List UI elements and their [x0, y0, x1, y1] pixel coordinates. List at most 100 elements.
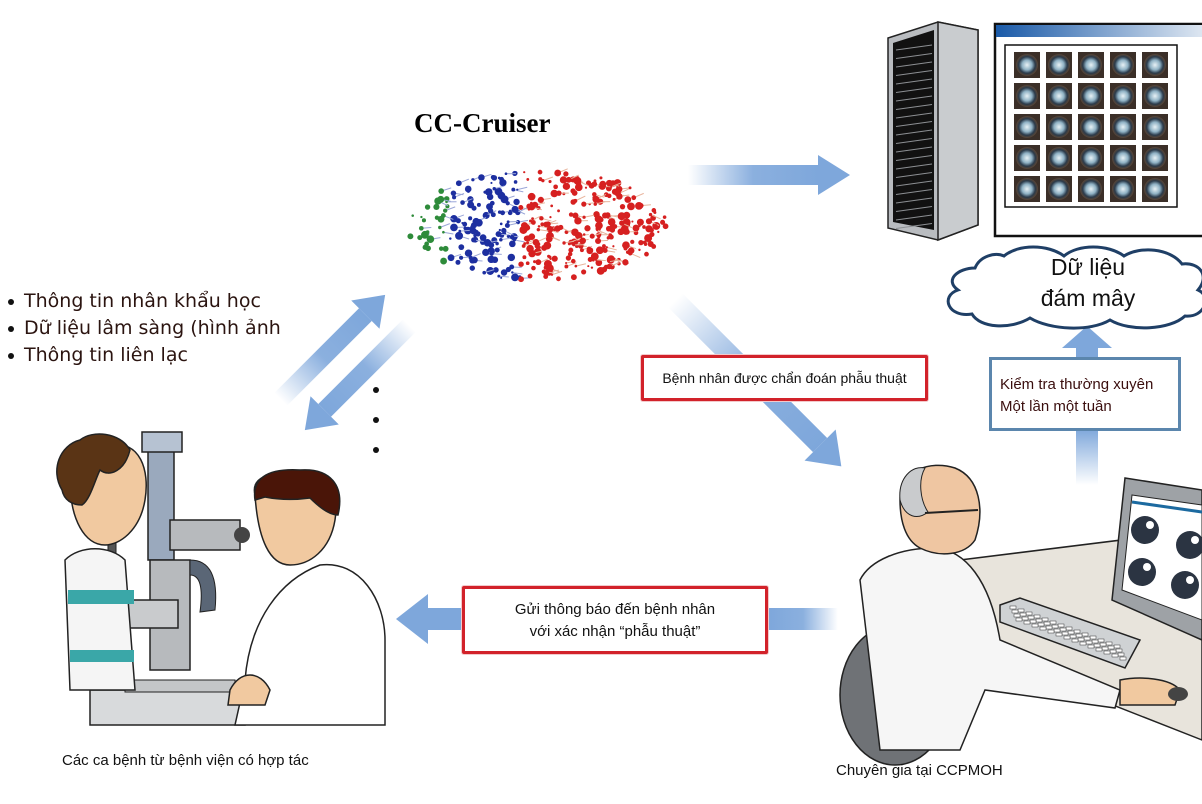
brain-node: [482, 248, 490, 257]
brain-node: [506, 220, 510, 224]
brain-node: [638, 239, 644, 246]
brain-node: [590, 266, 594, 269]
brain-node: [458, 244, 465, 251]
brain-node: [595, 259, 603, 267]
brain-node: [551, 255, 558, 262]
brain-node: [554, 169, 562, 177]
expert-at-computer-illustration: [839, 464, 1202, 766]
server-rack-icon: [887, 21, 979, 242]
brain-node: [526, 203, 533, 210]
brain-node: [644, 251, 649, 257]
brain-node: [511, 273, 519, 282]
brain-node: [438, 188, 445, 194]
brain-node: [497, 176, 501, 180]
brain-node: [562, 241, 566, 245]
brain-node: [455, 180, 462, 187]
brain-node: [460, 200, 465, 205]
brain-node: [632, 224, 640, 232]
brain-node: [504, 172, 508, 176]
brain-node: [635, 201, 643, 210]
brain-node: [543, 260, 552, 268]
brain-node: [545, 221, 551, 227]
brain-node: [532, 238, 540, 246]
brain-node: [602, 244, 606, 249]
brain-node: [437, 215, 445, 223]
brain-node: [471, 205, 477, 211]
ellipsis-dot: [373, 387, 379, 393]
brain-node: [411, 214, 414, 217]
brain-node: [492, 186, 496, 191]
brain-node: [624, 196, 632, 203]
brain-node: [452, 195, 457, 200]
brain-node: [462, 221, 468, 227]
brain-node: [608, 234, 614, 240]
brain-node: [547, 254, 551, 258]
brain-node: [565, 255, 572, 261]
brain-node: [607, 260, 611, 263]
notify-line-1: Gửi thông báo đến bệnh nhân: [514, 601, 716, 618]
brain-node: [587, 265, 590, 268]
brain-node: [605, 212, 611, 218]
brain-node: [491, 175, 498, 181]
brain-node: [518, 276, 524, 283]
arrow-to-server: [688, 155, 850, 195]
brain-node: [478, 174, 485, 181]
brain-node: [557, 209, 560, 213]
brain-node: [593, 211, 600, 218]
brain-node: [468, 255, 473, 260]
brain-node: [531, 217, 534, 221]
brain-node: [593, 202, 598, 206]
brain-node: [505, 201, 510, 206]
brain-node: [549, 216, 552, 219]
brain-node: [438, 225, 442, 230]
cloud-icon: [946, 245, 1202, 330]
brain-node: [424, 204, 431, 210]
brain-node: [495, 241, 499, 246]
brain-node: [584, 225, 591, 232]
brain-node: [497, 274, 501, 278]
brain-node: [574, 264, 578, 268]
brain-node: [617, 228, 625, 236]
brain-node: [495, 231, 502, 238]
brain-node: [512, 238, 516, 242]
brain-node: [627, 247, 635, 254]
brain-node: [625, 219, 630, 225]
brain-node: [589, 233, 595, 239]
brain-node: [487, 255, 495, 264]
brain-node: [584, 186, 588, 189]
brain-node: [606, 263, 613, 270]
brain-node: [498, 228, 501, 232]
brain-node: [571, 258, 576, 264]
brain-node: [592, 195, 600, 203]
brain-node: [501, 227, 507, 234]
check-line-1: Kiểm tra thường xuyên: [1000, 376, 1154, 393]
brain-node: [605, 246, 608, 249]
brain-node: [579, 248, 584, 253]
brain-node: [595, 221, 603, 230]
brain-node: [568, 247, 574, 253]
brain-node: [559, 176, 568, 184]
brain-node: [519, 225, 528, 234]
brain-node: [455, 218, 461, 224]
brain-node: [523, 171, 526, 174]
brain-node: [602, 247, 608, 254]
brain-node: [518, 261, 524, 267]
brain-node: [489, 200, 495, 206]
brain-node: [645, 218, 653, 225]
brain-node: [619, 220, 625, 226]
brain-node: [511, 205, 519, 213]
brain-node: [599, 176, 603, 180]
brain-node: [567, 251, 573, 257]
brain-node: [527, 273, 533, 279]
notify-patient-box: Gửi thông báo đến bệnh nhân với xác nhận…: [462, 586, 768, 654]
brain-node: [425, 245, 431, 252]
brain-node: [535, 259, 542, 266]
brain-node: [601, 248, 604, 251]
brain-node: [612, 197, 616, 201]
brain-node: [536, 227, 541, 232]
brain-node: [592, 192, 597, 197]
brain-node: [614, 190, 620, 197]
cc-cruiser-title: CC-Cruiser: [414, 108, 551, 138]
brain-node: [526, 241, 530, 245]
